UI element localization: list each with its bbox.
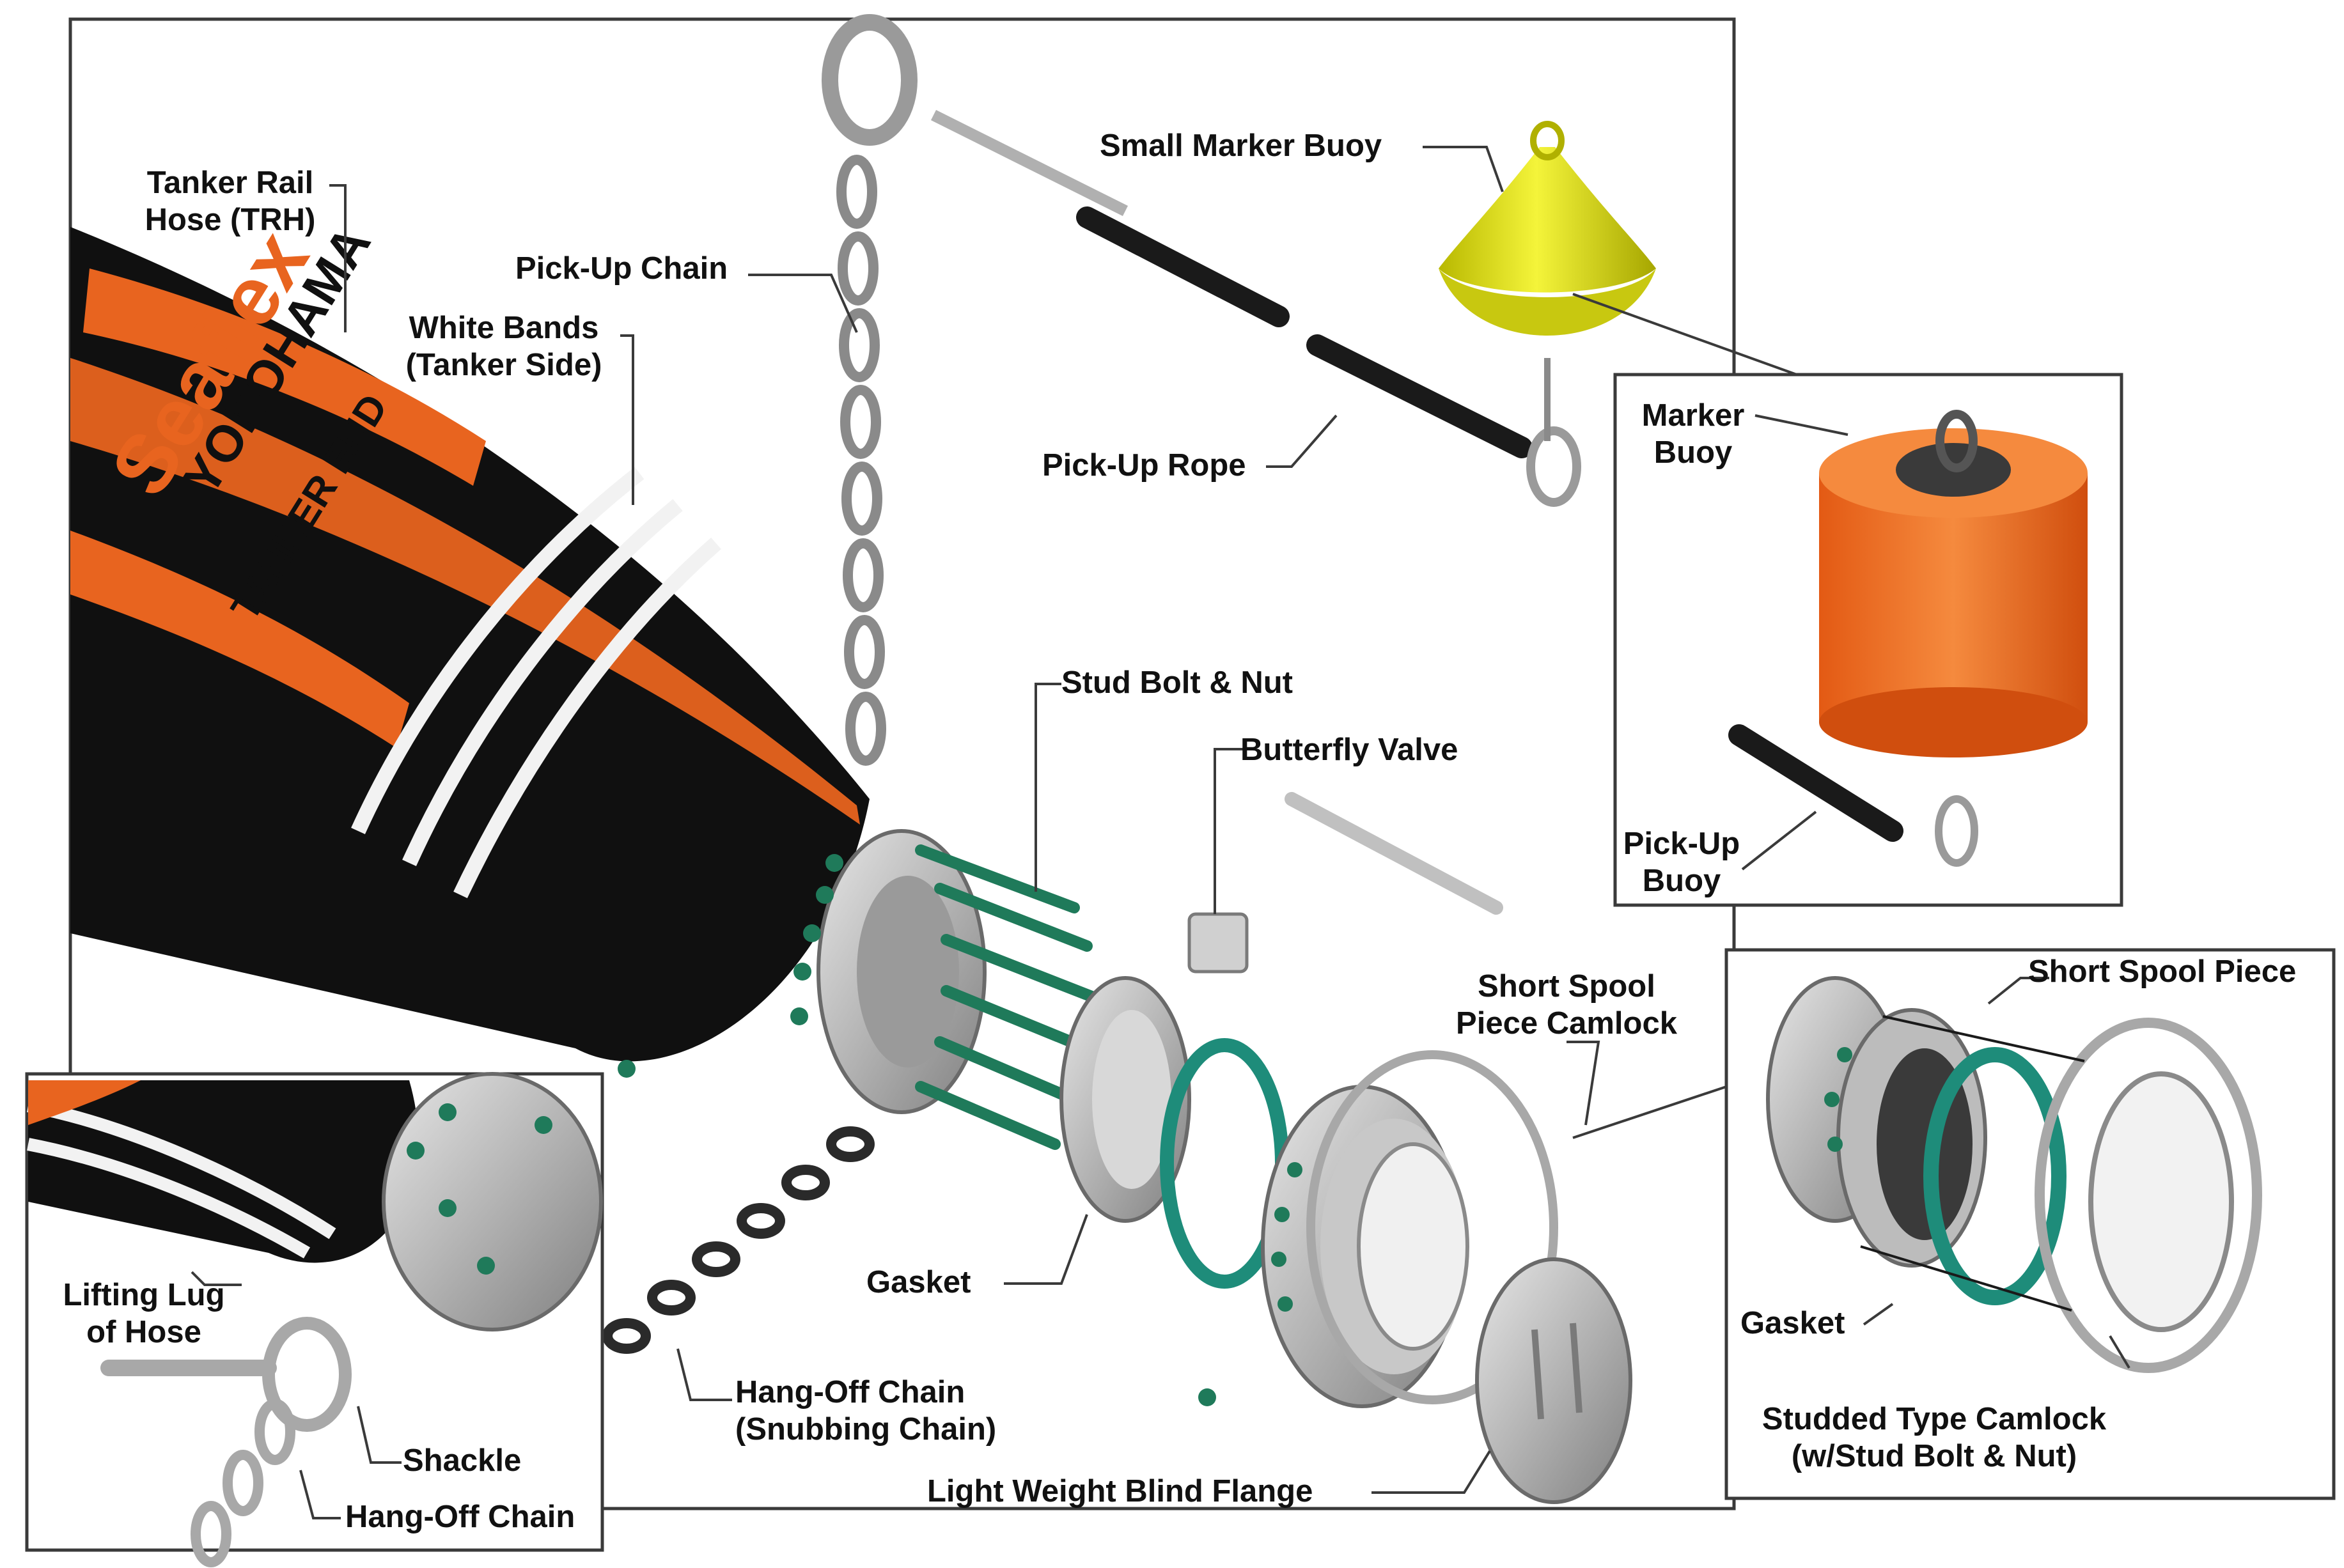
pick-up-rope <box>930 109 1581 507</box>
camlock-pointer-line <box>1572 1085 1727 1139</box>
marker-buoy-shape <box>1728 410 2088 867</box>
label-line: Tanker Rail <box>146 166 314 200</box>
label-butterfly-valve: Butterfly Valve <box>1240 733 1458 767</box>
label-line: Buoy <box>1653 435 1733 470</box>
label-line: (w/Stud Bolt & Nut) <box>1791 1438 2077 1473</box>
label-line: Lifting Lug <box>63 1278 225 1312</box>
stud-nuts <box>618 854 1216 1406</box>
hang-off-chain <box>602 1126 875 1354</box>
butterfly-valve-shape <box>1059 912 1249 1223</box>
label-stud-bolt-nut: Stud Bolt & Nut <box>1061 665 1293 700</box>
label-pick-up-buoy: Pick-Up Buoy <box>1618 826 1746 900</box>
hose-end-flange <box>816 829 987 1114</box>
label-lifting-lug: Lifting Lug of Hose <box>45 1277 243 1351</box>
label-short-spool-piece-camlock: Short Spool Piece Camlock <box>1432 968 1701 1043</box>
label-line: Marker <box>1641 398 1745 433</box>
label-hang-off-chain-main: Hang-Off Chain (Snubbing Chain) <box>735 1374 996 1448</box>
label-line: (Tanker Side) <box>405 347 602 382</box>
label-line: (Snubbing Chain) <box>735 1411 997 1447</box>
inset-connector-bottom <box>1860 1245 2072 1312</box>
label-line: Short Spool <box>1478 969 1655 1004</box>
label-line: White Bands <box>409 311 599 345</box>
label-studded-camlock: Studded Type Camlock (w/Stud Bolt & Nut) <box>1730 1401 2139 1475</box>
label-gasket-inset: Gasket <box>1740 1306 1845 1340</box>
small-marker-buoy-shape <box>1439 121 1656 441</box>
label-line: Studded Type Camlock <box>1762 1402 2107 1436</box>
label-line: Hang-Off Chain <box>735 1375 965 1409</box>
label-line: Hose (TRH) <box>145 202 316 237</box>
lifting-lug-inset <box>25 1072 604 1567</box>
stud-bolts <box>915 844 1099 1150</box>
pick-up-chain <box>822 14 918 766</box>
tanker-rail-hose: Seaflex YOKOHAMA TANKER END <box>70 215 870 1062</box>
label-light-weight-blind-flange: Light Weight Blind Flange <box>927 1474 1313 1509</box>
white-band-stripes <box>351 467 721 899</box>
studded-camlock-inset-shape <box>1766 976 2262 1373</box>
label-pick-up-rope: Pick-Up Rope <box>1042 448 1246 483</box>
label-hang-off-chain-inset: Hang-Off Chain <box>345 1500 575 1534</box>
label-short-spool-piece: Short Spool Piece <box>2028 954 2297 989</box>
label-gasket-main: Gasket <box>866 1265 971 1300</box>
label-marker-buoy: Marker Buoy <box>1623 398 1763 472</box>
label-small-marker-buoy: Small Marker Buoy <box>1100 128 1382 163</box>
short-spool-camlock-shape <box>1261 1050 1558 1408</box>
label-white-bands: White Bands (Tanker Side) <box>382 310 625 384</box>
label-line: Pick-Up <box>1623 827 1740 861</box>
leader-lines <box>191 146 2130 1519</box>
label-shackle: Shackle <box>403 1443 522 1478</box>
valve-handle-part <box>1285 792 1503 915</box>
label-line: Buoy <box>1642 863 1721 898</box>
blind-flange-shape <box>1475 1257 1632 1504</box>
label-tanker-rail-hose: Tanker Rail Hose (TRH) <box>128 165 332 239</box>
label-line: of Hose <box>86 1314 201 1349</box>
label-line: Piece Camlock <box>1456 1005 1677 1041</box>
buoy-to-inset-connector <box>1572 293 1797 376</box>
inset-connector-top <box>1882 1015 2085 1062</box>
label-pick-up-chain: Pick-Up Chain <box>515 251 728 286</box>
